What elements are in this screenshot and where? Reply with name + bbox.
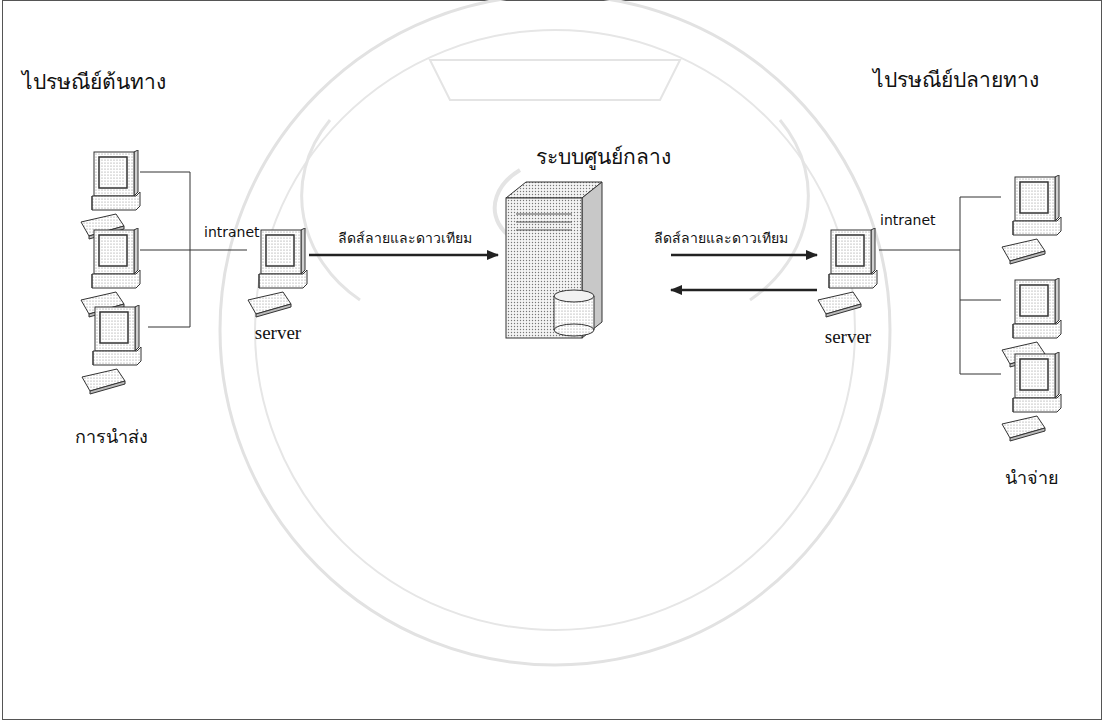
intranet-wire (140, 250, 190, 251)
computer-icon (81, 228, 140, 317)
icon-shape (82, 305, 141, 394)
node-text: ระบบศูนย์กลาง (536, 145, 671, 170)
computer-icon (1002, 175, 1061, 264)
computer-node: การนำส่ง (75, 305, 148, 449)
network-label: intranet (204, 224, 260, 241)
seal-ring (255, 30, 855, 630)
server-node: server (817, 228, 879, 349)
server-node: server (247, 228, 309, 345)
node-text: server (255, 322, 301, 345)
link-label: ลีดส์ลายและดาวเทียม (338, 230, 472, 247)
icon-shape (818, 228, 877, 317)
computer-icon (817, 228, 879, 320)
site-heading: ไปรษณีย์ต้นทาง (22, 70, 166, 95)
link-arrow (309, 254, 498, 257)
node-text: นำจ่าย (1005, 468, 1059, 490)
link-arrow (671, 289, 817, 292)
intranet-wire (960, 197, 1001, 250)
link-label: ลีดส์ลายและดาวเทียม (654, 230, 788, 247)
link-arrow (671, 254, 817, 257)
computer-icon (81, 305, 143, 397)
node-text: การนำส่ง (75, 427, 148, 449)
server-tower-icon (498, 178, 610, 340)
intranet-wire (960, 300, 1001, 301)
node-text: server (825, 326, 871, 349)
intranet-wire (140, 172, 190, 250)
intranet-wire (879, 250, 1001, 374)
computer-icon (81, 150, 140, 239)
icon-shape (506, 182, 602, 338)
intranet-wire (148, 250, 247, 327)
computer-node: นำจ่าย (1001, 352, 1063, 490)
seal-ring (220, 0, 890, 665)
site-heading: ไปรษณีย์ปลายทาง (873, 68, 1039, 93)
computer-icon (247, 228, 309, 320)
computer-icon (1001, 352, 1063, 444)
icon-shape (1002, 352, 1061, 441)
seal-crown (430, 60, 680, 100)
network-label: intranet (880, 212, 936, 229)
central-server-node: ระบบศูนย์กลาง (498, 145, 671, 340)
icon-shape (248, 228, 307, 317)
